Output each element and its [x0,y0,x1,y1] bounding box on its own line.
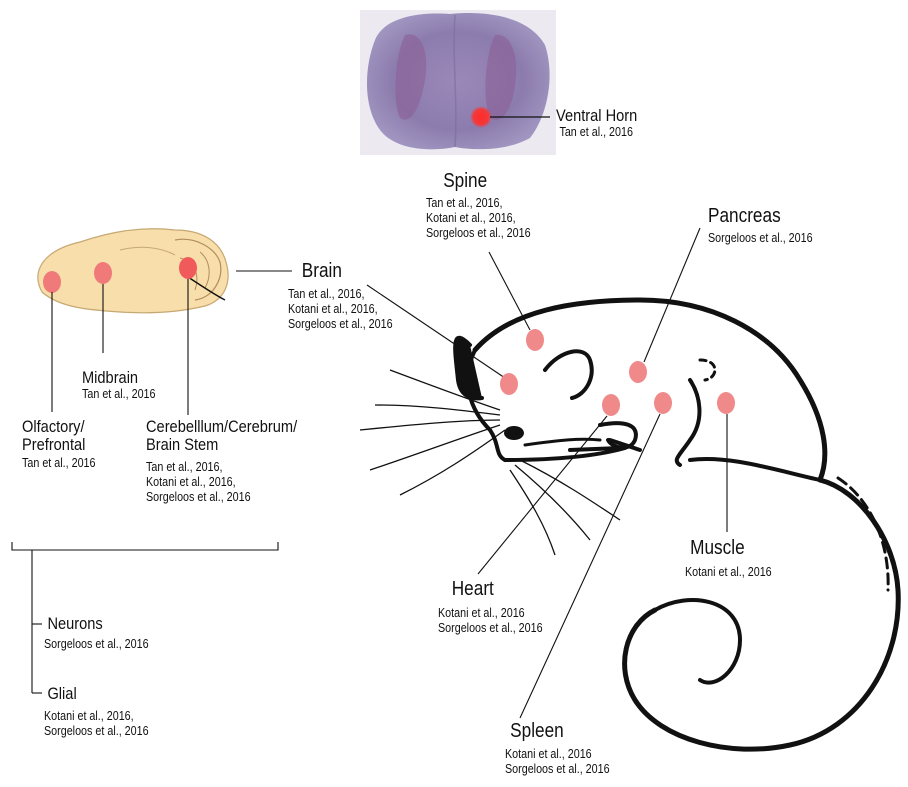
spleen-ref-2: Sorgeloos et al., 2016 [505,762,610,777]
muscle-title: Muscle [685,537,772,559]
spine-ref-1: Tan et al., 2016, [426,196,531,211]
brain-illustration [38,229,228,313]
glial-title: Glial [44,684,149,703]
ventral-horn-title: Ventral Horn [556,106,637,125]
neurons-label: Neurons Sorgeloos et al., 2016 [44,614,149,652]
ventral-horn-ref: Tan et al., 2016 [556,125,637,140]
olfactory-title-2: Prefrontal [22,436,96,454]
neurons-title: Neurons [44,614,149,633]
spleen-label: Spleen Kotani et al., 2016 Sorgeloos et … [505,720,610,777]
brain-label: Brain Tan et al., 2016, Kotani et al., 2… [288,260,393,332]
muscle-label: Muscle Kotani et al., 2016 [685,537,772,580]
heart-marker [602,394,620,416]
spleen-title: Spleen [505,720,610,742]
heart-ref-1: Kotani et al., 2016 [438,606,543,621]
spine-marker [526,329,544,351]
whiskers [360,370,620,555]
olfactory-marker [43,271,61,293]
olfactory-label: Olfactory/ Prefrontal Tan et al., 2016 [22,418,96,471]
cerebellum-title-1: Cerebelllum/Cerebrum/ [146,418,297,436]
muscle-ref: Kotani et al., 2016 [685,565,772,580]
cerebellum-marker [179,257,197,279]
heart-label: Heart Kotani et al., 2016 Sorgeloos et a… [438,578,543,636]
spinal-cord-section [360,10,556,155]
brain-marker [500,373,518,395]
olfactory-ref: Tan et al., 2016 [22,456,96,471]
muscle-marker [717,392,735,414]
brain-ref-2: Kotani et al., 2016, [288,302,393,317]
cerebellum-ref-3: Sorgeloos et al., 2016 [146,490,297,505]
midbrain-title: Midbrain [82,368,156,387]
spleen-marker [654,392,672,414]
pancreas-marker [629,361,647,383]
spine-title: Spine [426,170,531,192]
brain-title: Brain [288,260,393,282]
heart-ref-2: Sorgeloos et al., 2016 [438,621,543,636]
glial-ref-1: Kotani et al., 2016, [44,709,149,724]
cerebellum-ref-2: Kotani et al., 2016, [146,475,297,490]
olfactory-title-1: Olfactory/ [22,418,96,436]
pancreas-ref: Sorgeloos et al., 2016 [708,231,813,246]
spleen-ref-1: Kotani et al., 2016 [505,747,610,762]
cerebellum-label: Cerebelllum/Cerebrum/ Brain Stem Tan et … [146,418,297,505]
cerebellum-ref-1: Tan et al., 2016, [146,460,297,475]
cerebellum-title-2: Brain Stem [146,436,297,454]
pancreas-label: Pancreas Sorgeloos et al., 2016 [708,205,813,246]
brain-ref-1: Tan et al., 2016, [288,287,393,302]
pancreas-title: Pancreas [708,205,813,227]
mouse-illustration [455,300,898,749]
spine-ref-3: Sorgeloos et al., 2016 [426,226,531,241]
ventral-horn-label: Ventral Horn Tan et al., 2016 [556,106,637,140]
spine-label: Spine Tan et al., 2016, Kotani et al., 2… [426,170,531,241]
midbrain-label: Midbrain Tan et al., 2016 [82,368,156,402]
heart-title: Heart [438,578,543,600]
midbrain-marker [94,262,112,284]
brain-ref-3: Sorgeloos et al., 2016 [288,317,393,332]
ventral-horn-marker [470,106,492,128]
glial-label: Glial Kotani et al., 2016, Sorgeloos et … [44,684,149,739]
spine-ref-2: Kotani et al., 2016, [426,211,531,226]
glial-ref-2: Sorgeloos et al., 2016 [44,724,149,739]
midbrain-ref: Tan et al., 2016 [82,387,156,402]
neurons-ref: Sorgeloos et al., 2016 [44,637,149,652]
